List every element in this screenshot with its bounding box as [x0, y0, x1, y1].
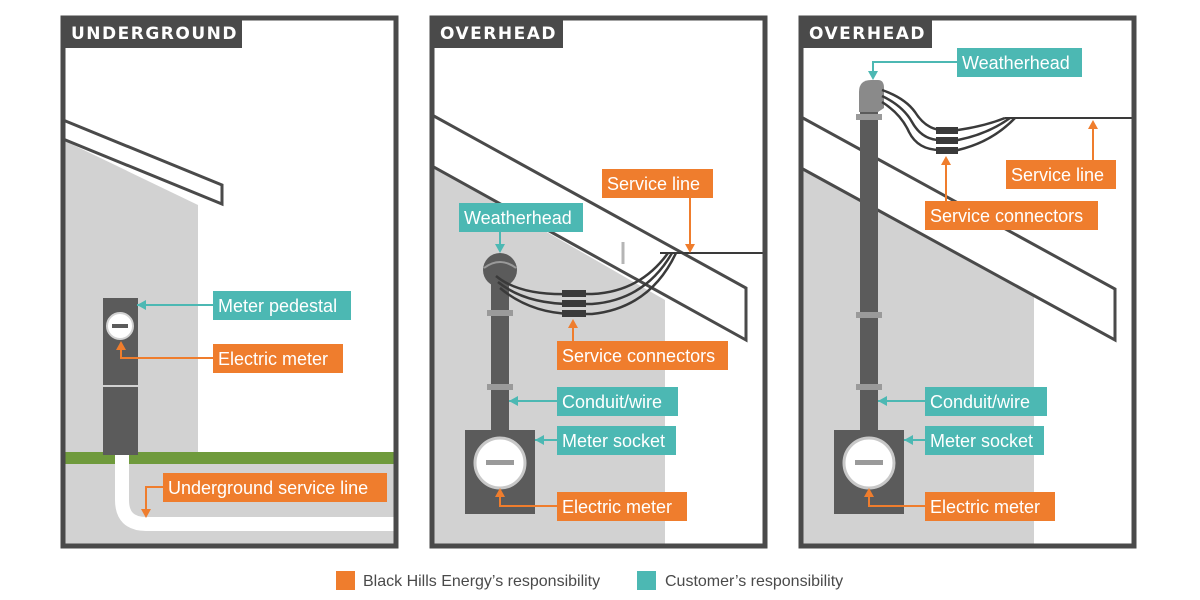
label-meter-socket [925, 426, 1044, 455]
label-electric-meter [557, 492, 687, 521]
legend-swatch-company [336, 571, 355, 590]
legend-customer-label: Customer’s responsibility [665, 573, 843, 590]
panel-header: OVERHEAD [440, 24, 557, 44]
label-weatherhead-text: Weatherhead [962, 53, 1070, 73]
label-meter-socket [557, 426, 676, 455]
label-weatherhead [957, 48, 1082, 77]
panel-header-bg [799, 16, 932, 48]
roof-edge [63, 118, 224, 207]
label-electric-meter [213, 344, 343, 373]
label-electric-meter-text: Electric meter [562, 497, 672, 517]
panel-overhead-2: OVERHEAD Weatherhead Service line Servic… [798, 15, 1137, 549]
panel-frame [429, 15, 768, 549]
panel-overhead-1: OVERHEAD Service line Weatherhead Servic… [429, 15, 768, 549]
label-weatherhead [459, 203, 583, 232]
label-conduit-wire-text: Conduit/wire [930, 392, 1030, 412]
label-conduit-wire [557, 387, 678, 416]
label-service-connectors [557, 341, 728, 370]
label-electric-meter-text: Electric meter [930, 497, 1040, 517]
label-electric-meter-text: Electric meter [218, 349, 328, 369]
conduit-mast [491, 280, 509, 440]
label-service-line [1006, 160, 1116, 189]
weatherhead [483, 253, 517, 287]
label-electric-meter [925, 492, 1055, 521]
grass-strip [63, 452, 396, 464]
label-service-connectors [925, 201, 1098, 230]
legend: Black Hills Energy’s responsibility Cust… [336, 571, 843, 590]
label-service-connectors-text: Service connectors [562, 346, 715, 366]
roof-edge [432, 113, 748, 343]
service-connectors [936, 127, 958, 154]
label-service-connectors-text: Service connectors [930, 206, 1083, 226]
weatherhead [859, 80, 884, 112]
panel-header-bg [61, 16, 242, 48]
label-underground-service-line [163, 473, 387, 502]
label-service-line [602, 169, 713, 198]
label-meter-socket-text: Meter socket [930, 431, 1033, 451]
label-service-line-text: Service line [1011, 165, 1104, 185]
service-wires [881, 88, 1016, 152]
underground-conduit [115, 452, 396, 531]
panel-frame [798, 15, 1137, 549]
label-service-line-text: Service line [607, 174, 700, 194]
label-meter-pedestal [213, 291, 351, 320]
service-connectors [562, 290, 586, 317]
label-conduit-wire-text: Conduit/wire [562, 392, 662, 412]
conduit-mast [860, 100, 878, 435]
label-underground-service-line-text: Underground service line [168, 478, 368, 498]
panel-underground: UNDERGROUND Meter pedestal Electric mete… [60, 15, 399, 549]
legend-company-label: Black Hills Energy’s responsibility [363, 573, 600, 590]
label-conduit-wire [925, 387, 1047, 416]
label-weatherhead-text: Weatherhead [464, 208, 572, 228]
label-meter-pedestal-text: Meter pedestal [218, 296, 337, 316]
legend-swatch-customer [637, 571, 656, 590]
panel-header: OVERHEAD [809, 24, 926, 44]
label-meter-socket-text: Meter socket [562, 431, 665, 451]
panel-header: UNDERGROUND [71, 24, 238, 44]
panel-header-bg [430, 16, 563, 48]
